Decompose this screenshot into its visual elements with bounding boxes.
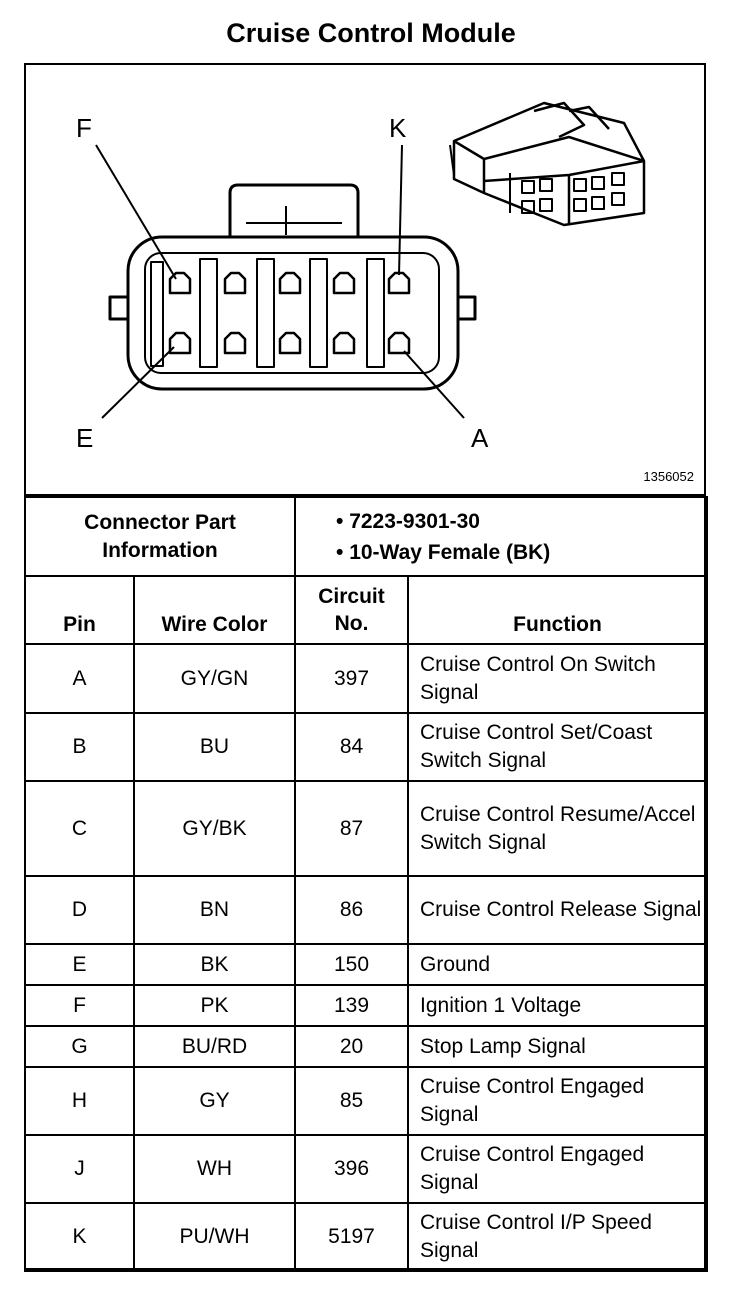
pin-cell: C (24, 780, 135, 877)
circuit-cell: 5197 (294, 1202, 409, 1272)
circuit-cell: 20 (294, 1025, 409, 1068)
wire-color-cell: GY (133, 1066, 296, 1136)
function-cell: Cruise Control Engaged Signal (407, 1066, 708, 1136)
header-pin: Pin (24, 575, 135, 645)
wire-color-cell: GY/GN (133, 643, 296, 714)
wire-color-cell: GY/BK (133, 780, 296, 877)
connector-info-row: Connector Part Information 7223-9301-30 … (24, 496, 708, 577)
pin-cell: E (24, 943, 135, 986)
table-header-row: Pin Wire Color Circuit No. Function (24, 575, 708, 645)
function-cell: Ignition 1 Voltage (407, 984, 708, 1027)
connector-drawing (95, 101, 646, 419)
circuit-cell: 84 (294, 712, 409, 782)
connector-tab-left (108, 295, 128, 321)
pin-cell: H (24, 1066, 135, 1136)
function-cell: Stop Lamp Signal (407, 1025, 708, 1068)
pin-label-f: F (76, 113, 92, 143)
connector-tab-right (457, 295, 477, 321)
part-number: 7223-9301-30 (336, 506, 706, 537)
pin-label-k: K (389, 113, 407, 143)
figure-id: 1356052 (643, 469, 694, 484)
connector-body (126, 235, 460, 391)
cavities-bottom-row (168, 331, 411, 355)
function-cell: Ground (407, 943, 708, 986)
pin-label-a: A (471, 423, 489, 453)
connector-type: 10-Way Female (BK) (336, 537, 706, 568)
pin-cell: F (24, 984, 135, 1027)
function-cell: Cruise Control Engaged Signal (407, 1134, 708, 1204)
function-cell: Cruise Control Set/Coast Switch Signal (407, 712, 708, 782)
connector-latch (228, 183, 360, 237)
page-title: Cruise Control Module (226, 18, 516, 48)
circuit-cell: 86 (294, 875, 409, 945)
circuit-cell: 85 (294, 1066, 409, 1136)
pin-cell: K (24, 1202, 135, 1272)
wire-color-cell: BU (133, 712, 296, 782)
pin-cell: A (24, 643, 135, 714)
pin-cell: D (24, 875, 135, 945)
function-cell: Cruise Control I/P Speed Signal (407, 1202, 708, 1272)
function-cell: Cruise Control Release Signal (407, 875, 708, 945)
connector-info-values: 7223-9301-30 10-Way Female (BK) (294, 496, 708, 577)
connector-iso-view (449, 101, 646, 227)
header-function: Function (407, 575, 708, 645)
wire-color-cell: PK (133, 984, 296, 1027)
pin-label-e: E (76, 423, 94, 453)
cavities-top-row (168, 271, 411, 295)
function-cell: Cruise Control Resume/Accel Switch Signa… (407, 780, 708, 877)
wire-color-cell: BN (133, 875, 296, 945)
connector-info-label: Connector Part Information (24, 496, 296, 577)
pin-cell: G (24, 1025, 135, 1068)
circuit-cell: 87 (294, 780, 409, 877)
leader-lines (95, 144, 465, 419)
wire-color-cell: PU/WH (133, 1202, 296, 1272)
circuit-cell: 396 (294, 1134, 409, 1204)
pin-cell: B (24, 712, 135, 782)
wire-color-cell: WH (133, 1134, 296, 1204)
wire-color-cell: BU/RD (133, 1025, 296, 1068)
pinout-table: Connector Part Information 7223-9301-30 … (24, 496, 708, 1272)
connector-diagram: F K E A 1356052 (24, 63, 706, 496)
circuit-cell: 139 (294, 984, 409, 1027)
function-cell: Cruise Control On Switch Signal (407, 643, 708, 714)
circuit-cell: 150 (294, 943, 409, 986)
pin-cell: J (24, 1134, 135, 1204)
circuit-cell: 397 (294, 643, 409, 714)
header-wire-color: Wire Color (133, 575, 296, 645)
header-circuit: Circuit No. (294, 575, 409, 645)
wire-color-cell: BK (133, 943, 296, 986)
